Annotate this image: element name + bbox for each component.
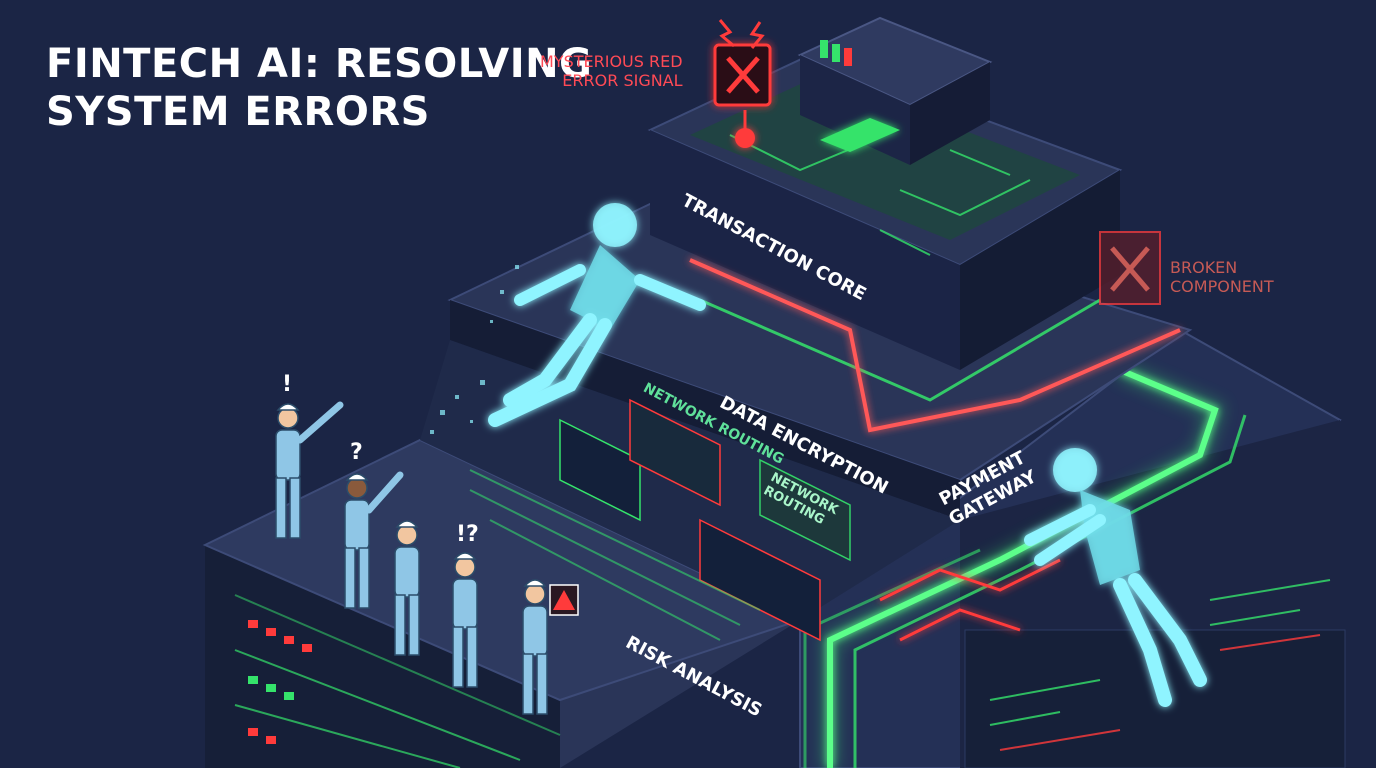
error-x-sign-icon: [713, 19, 772, 107]
worker-1: [275, 401, 344, 539]
base-status-leds: [248, 620, 312, 744]
error-signal-line-2: ERROR SIGNAL: [562, 71, 683, 90]
broken-component-line-2: COMPONENT: [1170, 277, 1274, 296]
worker-1-exclaim-mark: !: [282, 372, 293, 397]
error-signal-callout: MYSTERIOUS RED ERROR SIGNAL: [540, 52, 683, 90]
code-panels: [559, 398, 851, 642]
worker-group: [275, 401, 548, 715]
worker-2: [344, 471, 404, 609]
ai-robot-right: [1024, 448, 1207, 707]
particle-trail-left: [430, 265, 519, 434]
worker-5: [522, 579, 548, 715]
worker-2-question-mark: ?: [350, 440, 363, 465]
worker-4: [452, 552, 478, 688]
worker-3: [394, 520, 420, 656]
transaction-core-tier: [647, 16, 1181, 433]
error-signal-line-1: MYSTERIOUS RED: [540, 52, 683, 71]
title-line-2: SYSTEM ERRORS: [46, 89, 430, 135]
warning-triangle-icon: [549, 584, 579, 616]
title-line-1: FINTECH AI: RESOLVING: [46, 41, 593, 87]
page-title: FINTECH AI: RESOLVING SYSTEM ERRORS: [46, 40, 592, 136]
ai-robot-left: [488, 203, 706, 427]
broken-x-block-icon: [1099, 231, 1161, 305]
broken-component-callout: BROKEN COMPONENT: [1170, 258, 1274, 296]
worker-4-surprise-mark: !?: [456, 522, 479, 547]
broken-component-line-1: BROKEN: [1170, 258, 1238, 277]
